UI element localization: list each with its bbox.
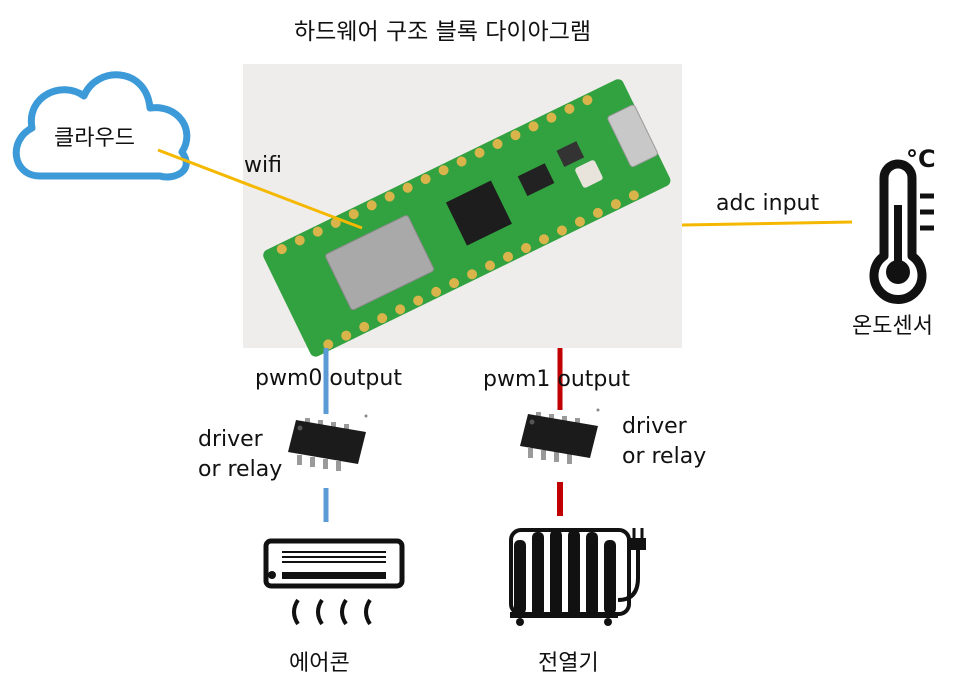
ic-chip-icon xyxy=(288,414,368,471)
chip-right-label-line2: or relay xyxy=(622,444,707,469)
celsius-icon: °C xyxy=(906,145,936,173)
pico-board xyxy=(243,64,682,357)
ic-chip-icon xyxy=(520,408,600,464)
wifi-label: wifi xyxy=(244,153,282,178)
adc-label: adc input xyxy=(716,191,820,216)
cloud-shape xyxy=(12,71,191,181)
pwm1-label: pwm1 output xyxy=(483,367,630,392)
oil-heater-icon xyxy=(509,528,646,626)
aircon-label: 에어콘 xyxy=(289,651,350,676)
diagram-title: 하드웨어 구조 블록 다이아그램 xyxy=(294,19,592,45)
wifi-edge xyxy=(157,148,363,230)
adc-edge xyxy=(681,220,853,227)
chip-right-label-line1: driver xyxy=(622,414,687,439)
thermometer-icon xyxy=(869,159,934,304)
air-conditioner-icon xyxy=(263,538,405,626)
temp-sensor-label: 온도센서 xyxy=(852,314,933,339)
chip-left-label-line2: or relay xyxy=(198,457,283,482)
chip-left-label-line1: driver xyxy=(198,427,263,452)
cloud-label: 클라우드 xyxy=(54,126,135,151)
heater-label: 전열기 xyxy=(538,651,599,676)
pwm0-label: pwm0 output xyxy=(255,366,402,391)
